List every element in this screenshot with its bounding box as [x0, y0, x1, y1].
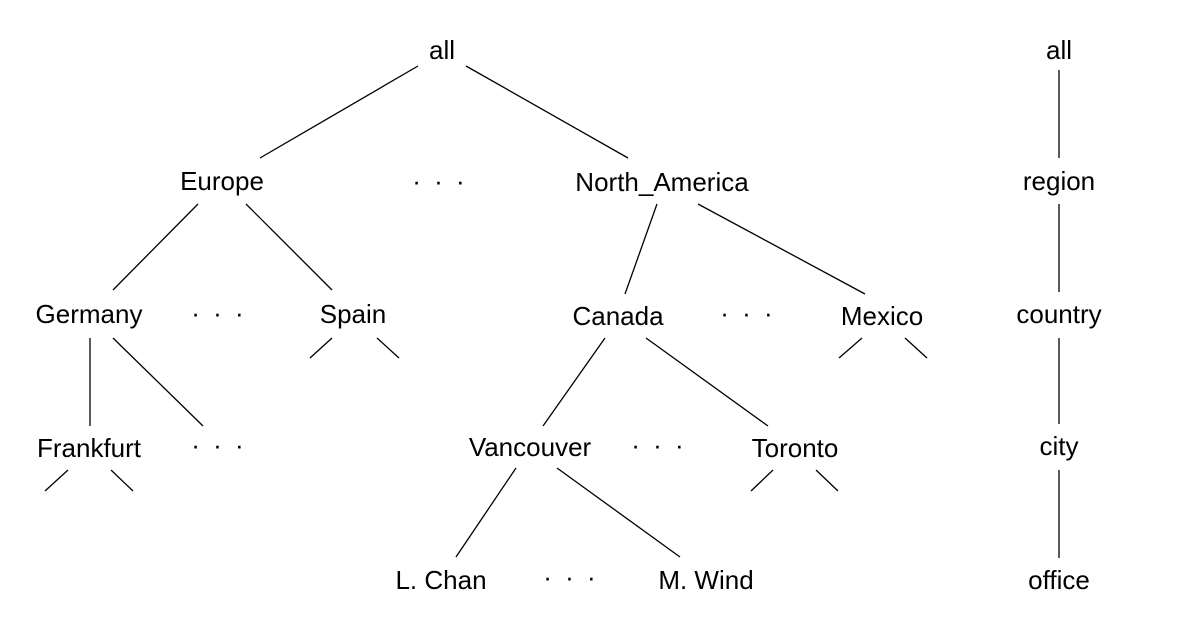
edge-germany-more [112, 337, 204, 427]
node-mexico: Mexico [840, 301, 924, 331]
node-l-chan: L. Chan [395, 565, 487, 595]
node-europe: Europe [180, 166, 264, 196]
edge-mexico-stub-right [904, 337, 928, 359]
level-all: all [1045, 35, 1073, 65]
level-country: country [1016, 299, 1102, 329]
node-spain: Spain [319, 299, 387, 329]
edge-canada-vancouver [542, 337, 606, 427]
node-vancouver: Vancouver [468, 432, 592, 462]
edge-vancouver-l-chan [455, 467, 517, 558]
ellipsis-offices: · · · [543, 562, 599, 592]
edge-europe-germany [112, 203, 199, 291]
edge-spain-stub-right [376, 337, 400, 359]
edge-all-europe [259, 65, 419, 159]
node-m-wind: M. Wind [658, 565, 754, 595]
edge-mexico-stub-left [838, 337, 863, 359]
ellipsis-canada-cities: · · · [631, 430, 687, 460]
edge-vancouver-m-wind [556, 467, 681, 558]
node-germany: Germany [35, 299, 143, 329]
ellipsis-europe-countries: · · · [191, 298, 247, 328]
edge-spain-stub-left [309, 337, 333, 359]
node-north-america: North_America [575, 167, 749, 197]
ellipsis-na-countries: · · · [720, 298, 776, 328]
edge-toronto-stub-right [815, 469, 839, 492]
node-toronto: Toronto [751, 433, 839, 463]
edge-toronto-stub-left [750, 469, 774, 492]
level-office: office [1028, 565, 1090, 595]
edge-all-north-america [465, 65, 629, 159]
edge-frankfurt-stub-right [110, 469, 134, 492]
edge-north-america-mexico [697, 203, 866, 295]
edge-canada-toronto [645, 337, 769, 427]
node-frankfurt: Frankfurt [36, 433, 142, 463]
edge-europe-spain [245, 203, 333, 291]
edge-north-america-canada [624, 203, 658, 295]
level-region: region [1022, 166, 1096, 196]
ellipsis-germany-cities: · · · [191, 430, 247, 460]
level-city: city [1039, 431, 1079, 461]
ellipsis-regions: · · · [412, 166, 468, 196]
node-all: all [428, 35, 456, 65]
edge-frankfurt-stub-left [44, 469, 69, 492]
node-canada: Canada [572, 301, 664, 331]
